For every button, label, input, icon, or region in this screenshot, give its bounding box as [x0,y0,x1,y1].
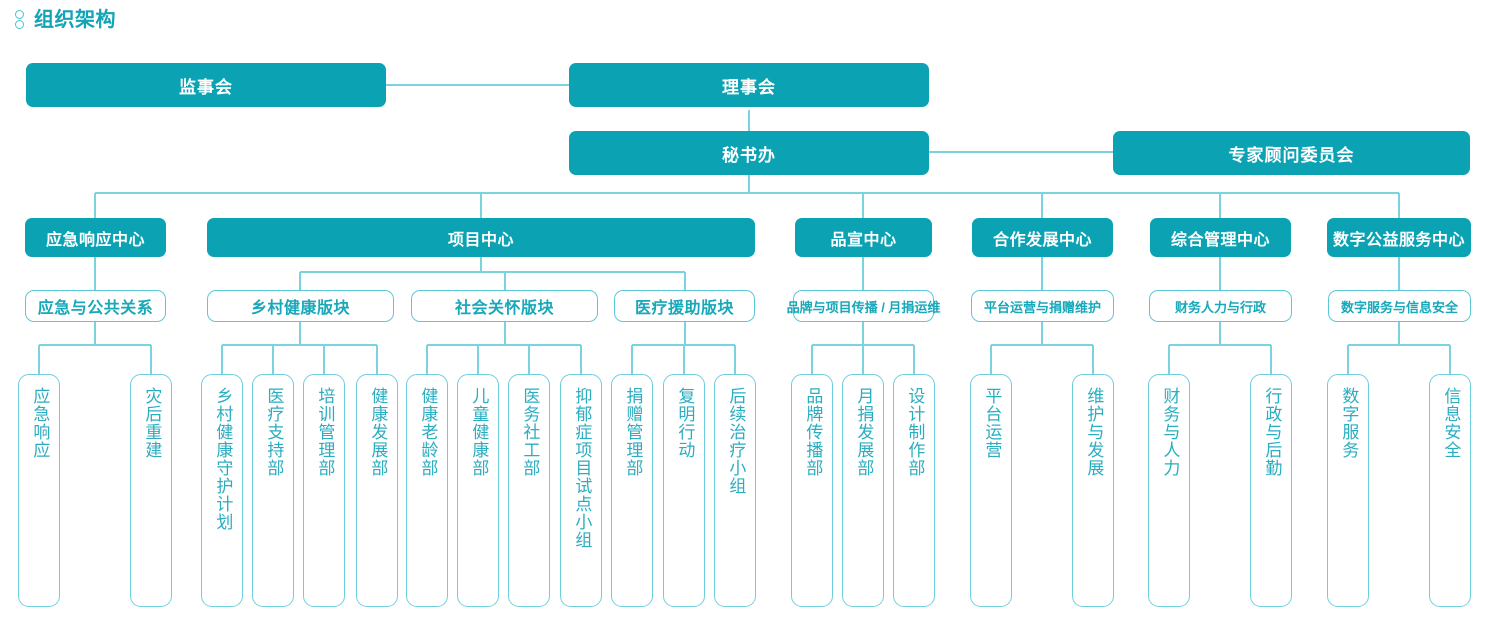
node-center-digital[interactable]: 数字公益服务中心 [1327,218,1471,257]
node-label: 医务社工部 [520,387,540,477]
node-label: 理事会 [722,77,776,97]
node-team-medical-support[interactable]: 医疗支持部 [252,374,294,607]
node-team-brand-comm[interactable]: 品牌传播部 [791,374,833,607]
node-division-emergency-pr[interactable]: 应急与公共关系 [25,290,166,322]
node-label: 灾后重建 [142,387,162,459]
node-team-maintain-dev[interactable]: 维护与发展 [1072,374,1114,607]
node-division-brand-comm[interactable]: 品牌与项目传播 / 月捐运维 [787,290,940,322]
node-label: 健康发展部 [368,387,388,477]
node-label: 应急与公共关系 [37,300,154,317]
node-label: 培训管理部 [315,387,335,477]
node-label: 专家顾问委员会 [1228,145,1355,165]
node-label: 乡村健康版块 [250,300,350,317]
node-team-sight-restore[interactable]: 复明行动 [663,374,705,607]
node-label: 项目中心 [447,231,514,249]
node-division-rural-health[interactable]: 乡村健康版块 [207,290,394,322]
node-division-platform-ops[interactable]: 平台运营与捐赠维护 [971,290,1114,322]
node-center-partnership[interactable]: 合作发展中心 [972,218,1113,257]
node-label: 平台运营 [982,387,1002,459]
page-header: 组织架构 [12,8,116,32]
node-label: 月捐发展部 [854,387,874,477]
node-label: 品牌与项目传播 / 月捐运维 [786,299,941,315]
node-center-brand[interactable]: 品宣中心 [795,218,932,257]
node-team-design-prod[interactable]: 设计制作部 [893,374,935,607]
node-team-platform-ops[interactable]: 平台运营 [970,374,1012,607]
node-label: 儿童健康部 [469,387,489,477]
node-team-health-dev[interactable]: 健康发展部 [356,374,398,607]
node-secretariat-office[interactable]: 秘书办 [569,131,929,175]
node-division-medical-aid[interactable]: 医疗援助版块 [614,290,755,322]
node-team-emergency-response[interactable]: 应急响应 [18,374,60,607]
node-team-rural-guard-plan[interactable]: 乡村健康守护计划 [201,374,243,607]
node-team-finance-hr[interactable]: 财务与人力 [1148,374,1190,607]
node-label: 品牌传播部 [803,387,823,477]
node-center-project[interactable]: 项目中心 [207,218,755,257]
node-label: 综合管理中心 [1170,231,1270,249]
node-label: 品宣中心 [830,231,897,249]
node-label: 应急响应 [30,387,50,459]
node-division-social-care[interactable]: 社会关怀版块 [411,290,598,322]
node-label: 数字服务 [1339,387,1359,459]
node-label: 健康老龄部 [418,387,438,477]
node-team-post-disaster[interactable]: 灾后重建 [130,374,172,607]
node-team-healthy-aging[interactable]: 健康老龄部 [406,374,448,607]
node-team-donation-mgmt[interactable]: 捐赠管理部 [611,374,653,607]
node-division-finance-hr-admin[interactable]: 财务人力与行政 [1149,290,1292,322]
node-center-emergency[interactable]: 应急响应中心 [25,218,166,257]
node-label: 秘书办 [722,145,776,165]
node-team-child-health[interactable]: 儿童健康部 [457,374,499,607]
node-label: 财务与人力 [1160,387,1180,477]
node-label: 医疗援助版块 [634,300,734,317]
node-expert-advisory-committee[interactable]: 专家顾问委员会 [1113,131,1470,175]
node-division-digital-security[interactable]: 数字服务与信息安全 [1328,290,1471,322]
node-label: 数字公益服务中心 [1332,231,1465,249]
page-title: 组织架构 [34,9,116,31]
node-center-admin[interactable]: 综合管理中心 [1150,218,1291,257]
node-team-admin-logistics[interactable]: 行政与后勤 [1250,374,1292,607]
node-supervisory-board[interactable]: 监事会 [26,63,386,107]
node-label: 乡村健康守护计划 [213,387,233,531]
node-label: 医疗支持部 [264,387,284,477]
node-team-follow-up-care[interactable]: 后续治疗小组 [714,374,756,607]
node-label: 捐赠管理部 [623,387,643,477]
node-label: 监事会 [179,77,233,97]
node-label: 信息安全 [1441,387,1461,459]
node-label: 合作发展中心 [992,231,1092,249]
node-label: 社会关怀版块 [454,300,554,317]
node-label: 数字服务与信息安全 [1340,299,1458,315]
node-label: 财务人力与行政 [1174,299,1266,315]
org-chart-icon [12,9,28,31]
node-team-depression-pilot[interactable]: 抑郁症项目试点小组 [560,374,602,607]
node-team-info-security[interactable]: 信息安全 [1429,374,1471,607]
node-label: 应急响应中心 [45,231,145,249]
node-label: 复明行动 [675,387,695,459]
node-label: 设计制作部 [905,387,925,477]
node-team-monthly-giving[interactable]: 月捐发展部 [842,374,884,607]
node-label: 维护与发展 [1084,387,1104,477]
node-label: 后续治疗小组 [726,387,746,495]
node-label: 抑郁症项目试点小组 [572,387,592,549]
node-board-of-directors[interactable]: 理事会 [569,63,929,107]
node-team-medical-social-work[interactable]: 医务社工部 [508,374,550,607]
node-label: 行政与后勤 [1262,387,1282,477]
node-label: 平台运营与捐赠维护 [983,299,1101,315]
node-team-training-mgmt[interactable]: 培训管理部 [303,374,345,607]
node-team-digital-service[interactable]: 数字服务 [1327,374,1369,607]
